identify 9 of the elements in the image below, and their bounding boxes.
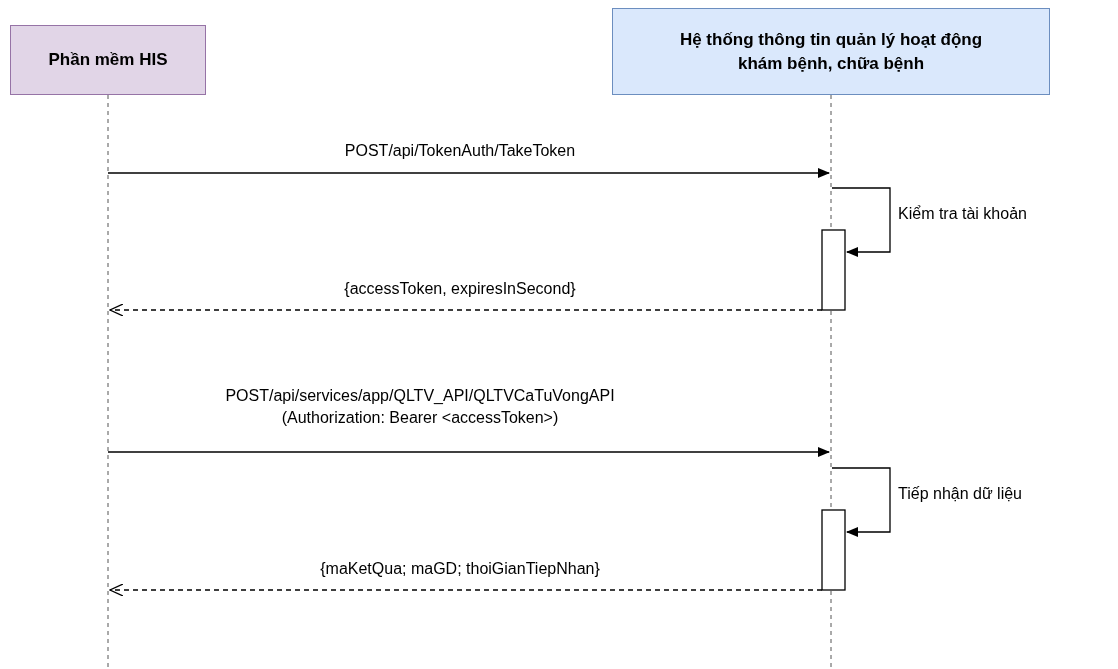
message-arrow — [107, 447, 830, 457]
return-arrow — [109, 583, 823, 597]
self-call-arrow — [831, 467, 891, 537]
return-arrow — [109, 303, 823, 317]
participant-name: Phần mềm HIS — [48, 49, 168, 71]
message-label: Tiếp nhận dữ liệu — [898, 483, 1022, 505]
self-call-arrow — [831, 187, 891, 257]
participant-name: Hệ thống thông tin quản lý hoạt động khám bệnh, chữa bệnh — [678, 28, 984, 75]
message-arrow — [107, 168, 830, 178]
